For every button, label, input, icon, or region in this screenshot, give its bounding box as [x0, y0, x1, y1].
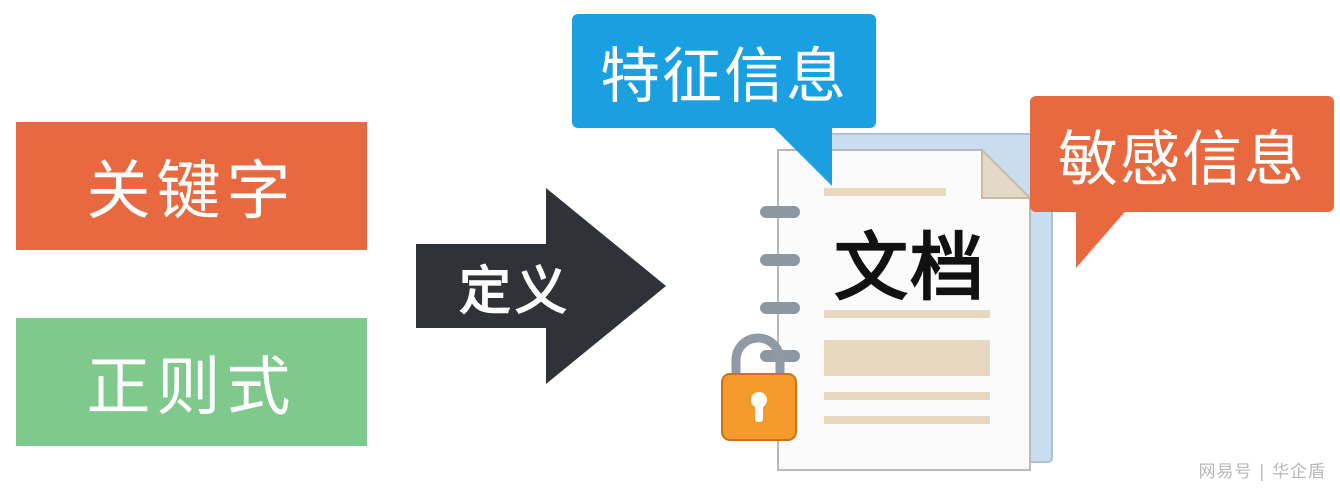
regex-label: 正则式	[86, 351, 297, 425]
define-arrow	[416, 188, 666, 384]
sensitive-info-bubble: 敏感信息	[1030, 96, 1334, 212]
padlock-icon	[721, 333, 797, 441]
regex-box: 正则式	[16, 318, 367, 446]
feature-info-label: 特征信息	[600, 41, 848, 112]
keyword-box: 关键字	[16, 122, 367, 250]
keyword-label: 关键字	[86, 155, 297, 229]
watermark: 网易号 | 华企盾	[1198, 462, 1326, 482]
notebook-document-icon	[721, 133, 1053, 471]
feature-info-bubble: 特征信息	[572, 14, 876, 128]
define-arrow-label: 定义	[458, 261, 571, 322]
document-title: 文档	[834, 224, 986, 311]
sensitive-info-label: 敏感信息	[1058, 124, 1306, 195]
